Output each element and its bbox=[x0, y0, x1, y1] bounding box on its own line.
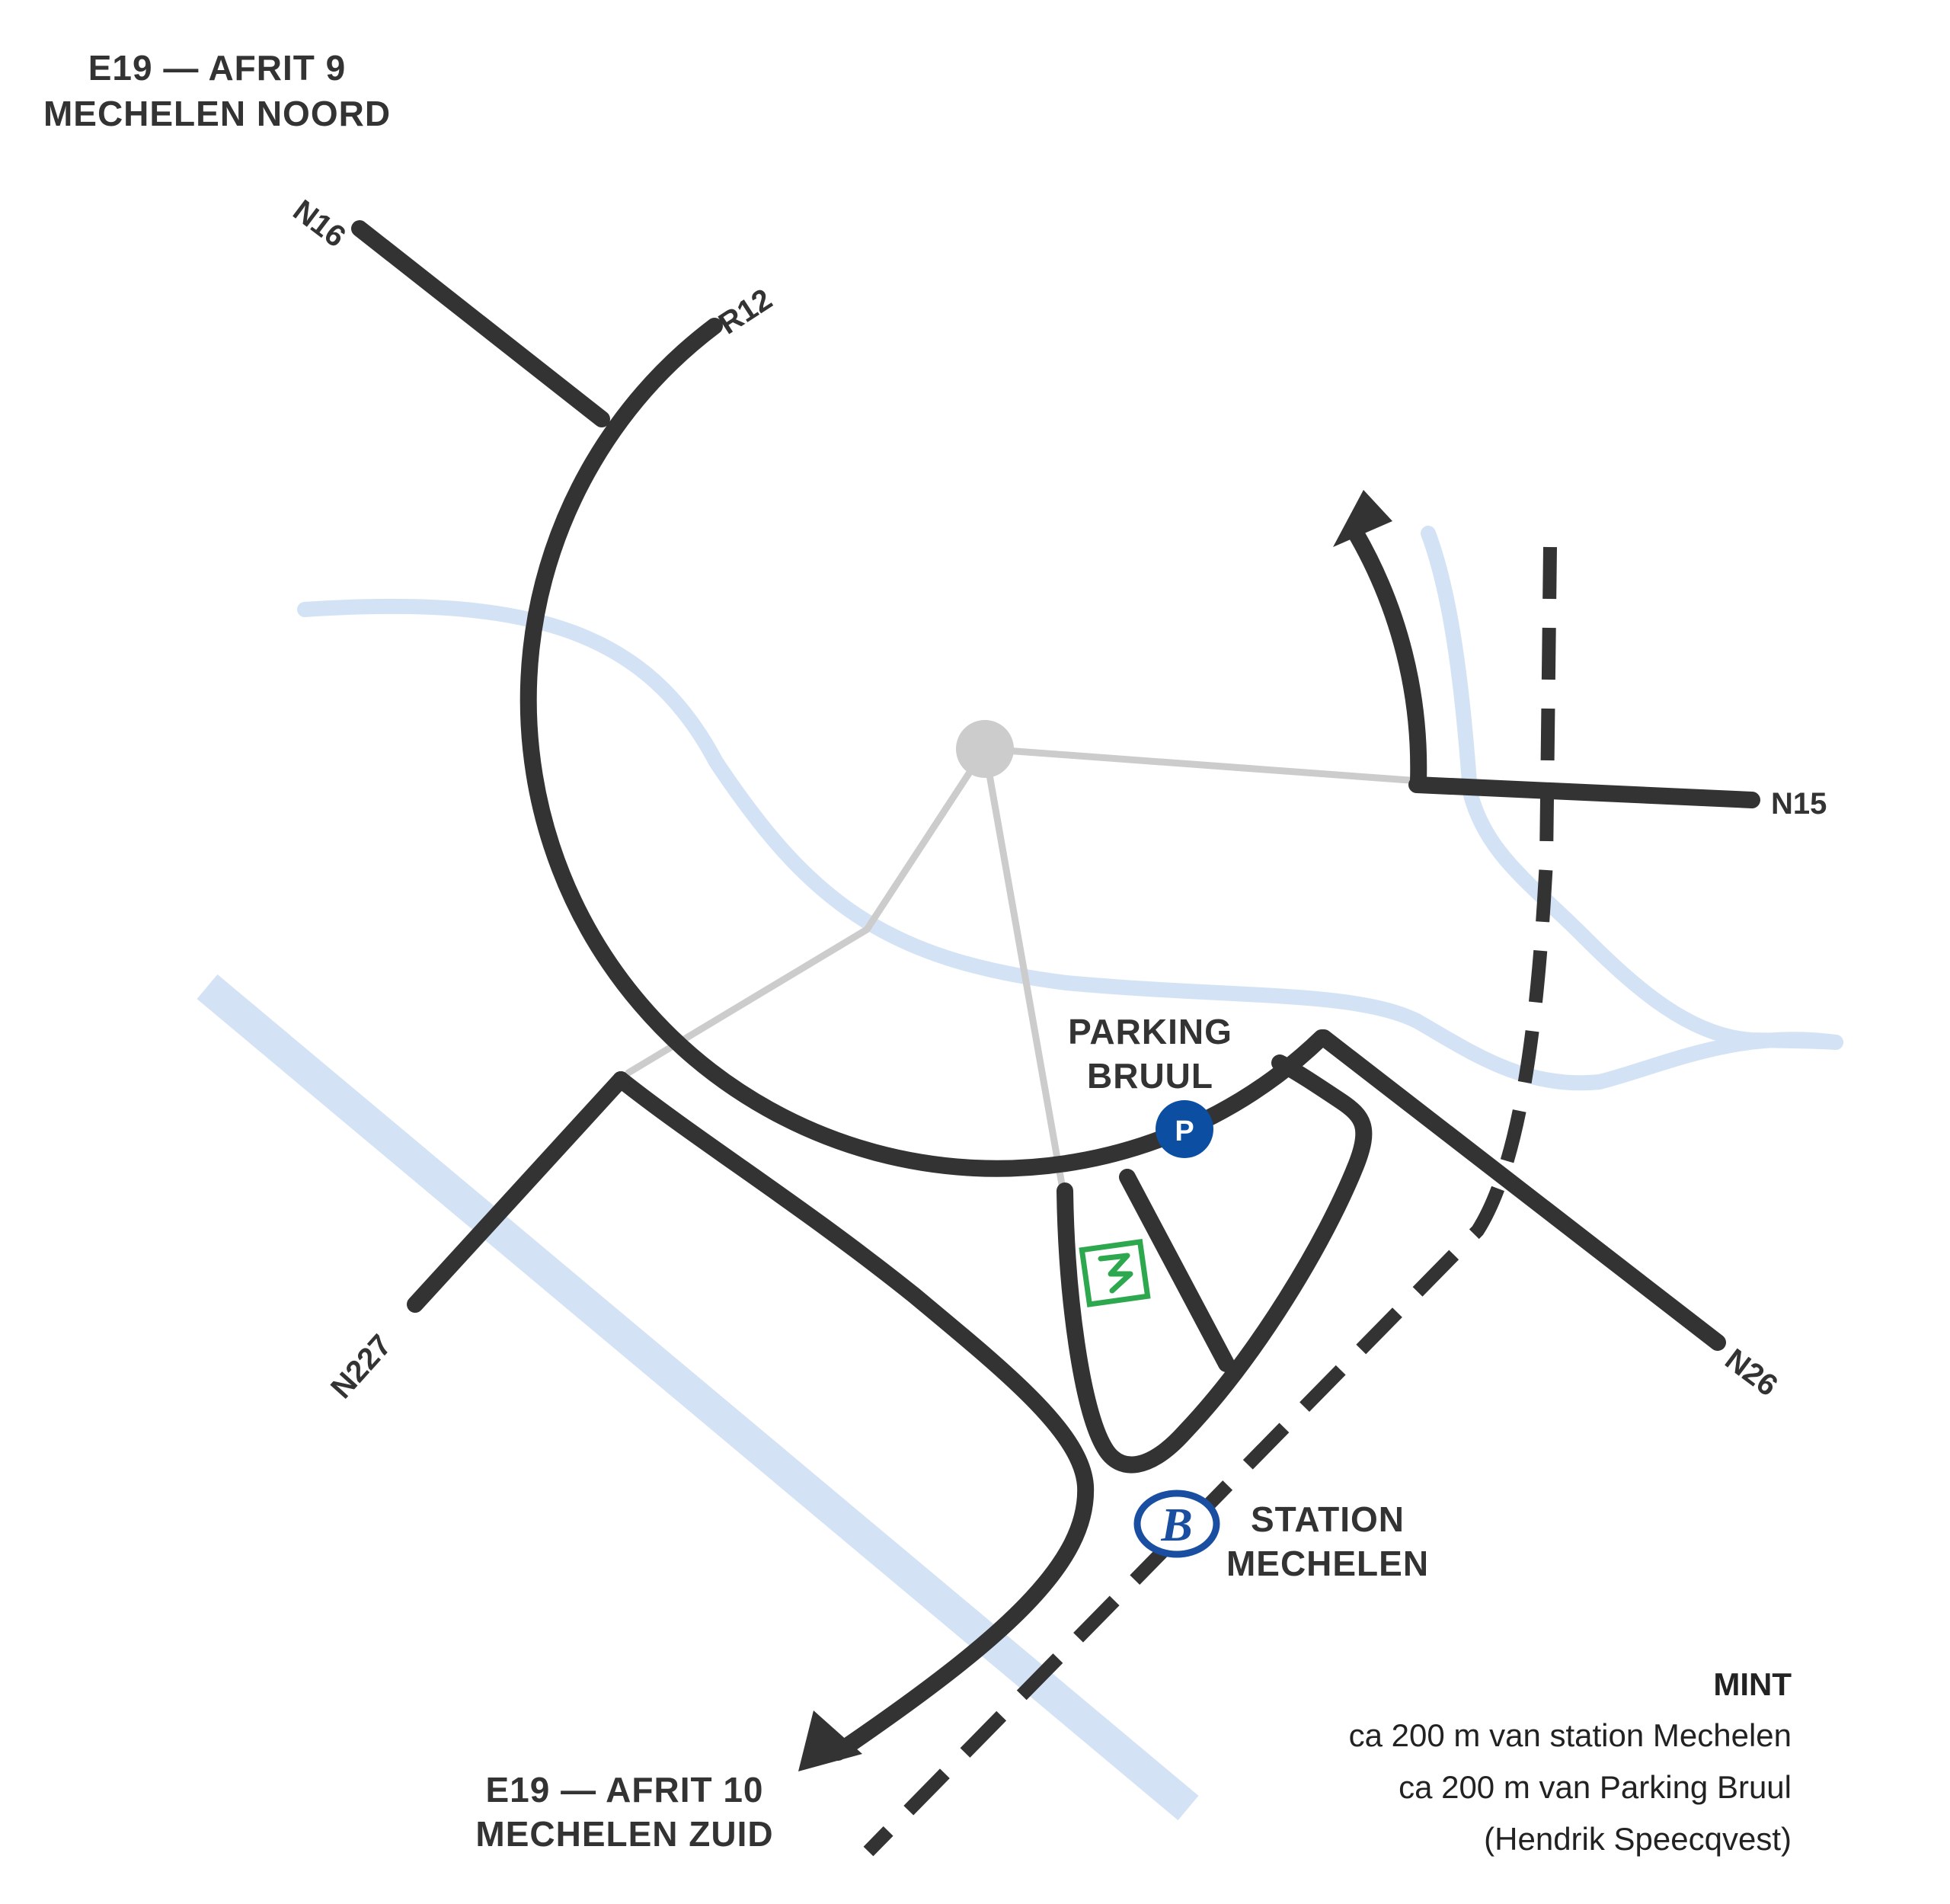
road-e19-south bbox=[612, 1071, 1095, 1761]
river-branch bbox=[1421, 526, 1843, 1050]
exit-north-line1: E19 — AFRIT 9 bbox=[88, 48, 346, 88]
exit-south-line1: E19 — AFRIT 10 bbox=[485, 1770, 763, 1810]
road-n15 bbox=[1408, 776, 1760, 808]
arrow-north-icon bbox=[1333, 490, 1392, 547]
ring-road-r12-east bbox=[1347, 525, 1427, 789]
road-n227 bbox=[407, 1071, 629, 1313]
label-n26: N26 bbox=[1719, 1342, 1784, 1403]
label-r12: R12 bbox=[713, 283, 778, 341]
location-info: MINT ca 200 m van station Mechelen ca 20… bbox=[1349, 1659, 1792, 1865]
parking-label-line1: PARKING bbox=[1068, 1012, 1232, 1051]
info-line-address: (Hendrik Speecqvest) bbox=[1484, 1821, 1792, 1857]
parking-symbol: P bbox=[1175, 1115, 1194, 1147]
info-line-parking: ca 200 m van Parking Bruul bbox=[1399, 1769, 1792, 1805]
city-center-marker bbox=[956, 720, 1014, 778]
nmbs-station-icon[interactable]: B bbox=[1133, 1490, 1220, 1558]
parking-icon[interactable]: P bbox=[1156, 1100, 1213, 1158]
river bbox=[297, 598, 1843, 1091]
arrow-south-icon bbox=[798, 1710, 862, 1771]
exit-north-line2: MECHELEN NOORD bbox=[43, 94, 391, 133]
station-label-line2: MECHELEN bbox=[1226, 1544, 1429, 1583]
info-line-station: ca 200 m van station Mechelen bbox=[1348, 1717, 1792, 1753]
road-loop-connector bbox=[1119, 1169, 1235, 1372]
mint-location-icon[interactable] bbox=[1079, 1238, 1151, 1307]
road-n16 bbox=[351, 220, 610, 427]
canal bbox=[197, 974, 1199, 1821]
roads bbox=[351, 220, 1760, 1761]
exit-south-line2: MECHELEN ZUID bbox=[475, 1814, 773, 1854]
parking-label-line2: BRUUL bbox=[1087, 1056, 1213, 1096]
station-label-line1: STATION bbox=[1251, 1499, 1405, 1539]
railway bbox=[863, 546, 1557, 1857]
road-n26 bbox=[1315, 1029, 1726, 1351]
road-loop bbox=[1057, 1054, 1373, 1474]
label-n227: N227 bbox=[324, 1329, 398, 1406]
connector-lines bbox=[625, 745, 1413, 1192]
label-n16: N16 bbox=[287, 194, 352, 254]
label-n15: N15 bbox=[1771, 787, 1827, 821]
info-title: MINT bbox=[1713, 1666, 1792, 1702]
ring-road-r12 bbox=[519, 318, 1330, 1177]
station-symbol: B bbox=[1160, 1499, 1192, 1551]
